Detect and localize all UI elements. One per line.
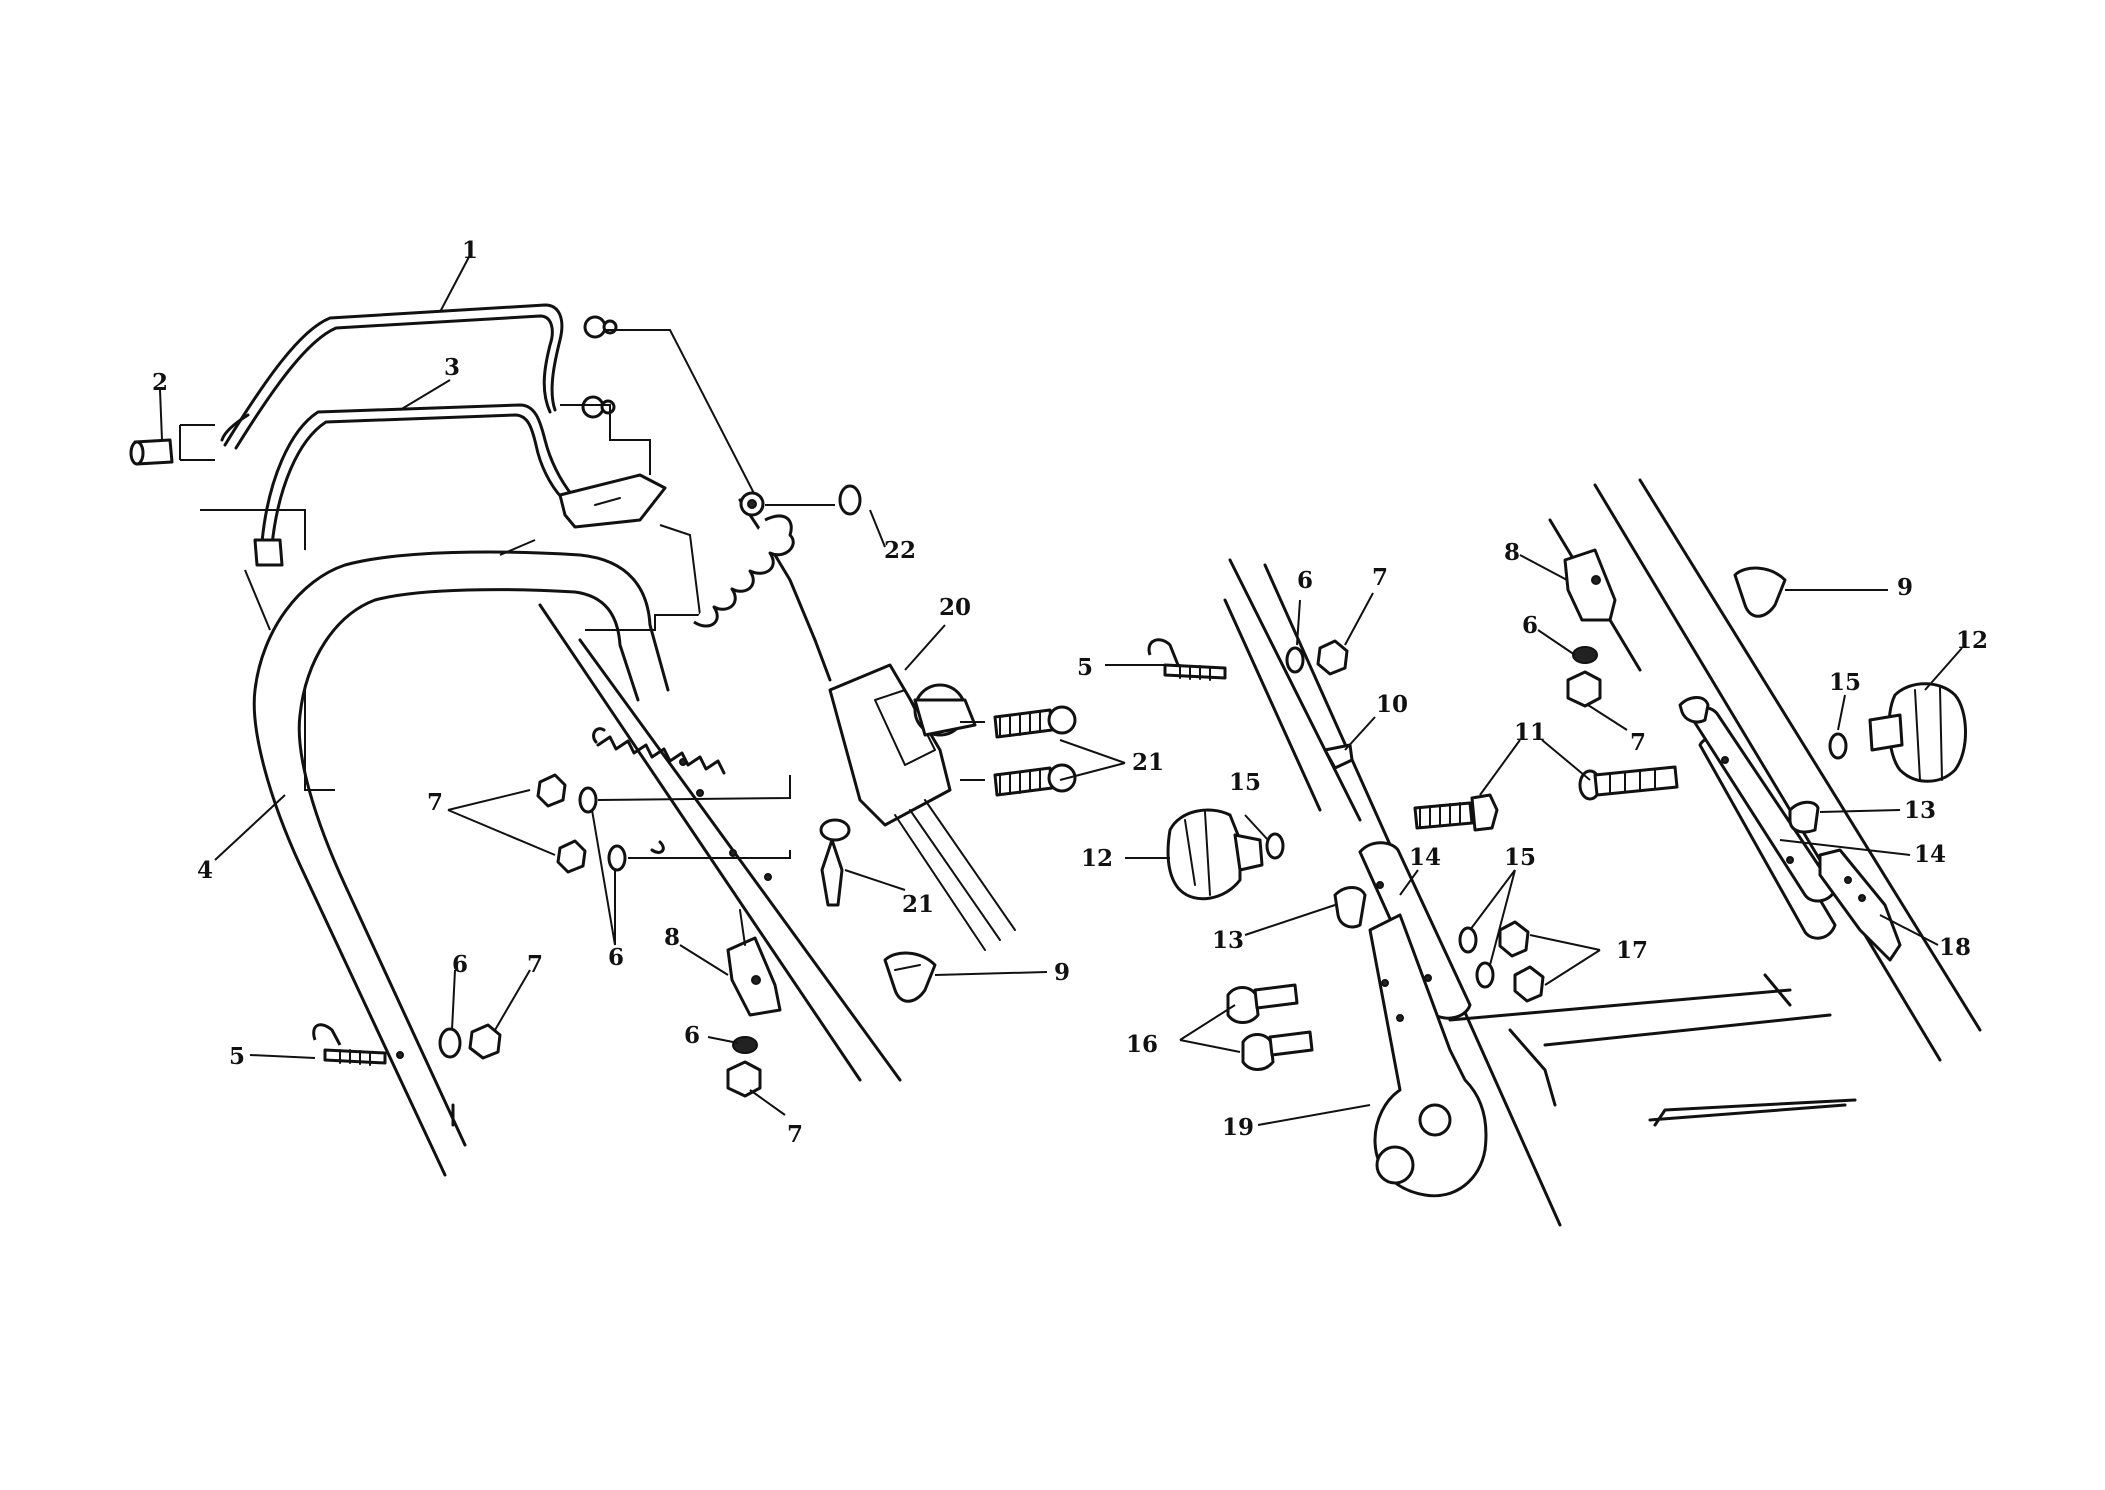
label-8b: 8 [1504, 539, 1520, 566]
part-2-pin [129, 438, 174, 466]
label-10: 10 [1376, 691, 1408, 718]
label-15b: 15 [1504, 844, 1536, 871]
label-2: 2 [152, 369, 168, 396]
part-17-nuts [1498, 920, 1545, 1003]
label-14b: 14 [1914, 841, 1946, 868]
label-15: 15 [1229, 769, 1261, 796]
label-9: 9 [1054, 959, 1070, 986]
label-4: 4 [197, 857, 213, 884]
part-19-bracket-plate [1368, 913, 1488, 1198]
assembly-lines-left [179, 329, 761, 791]
label-7c: 7 [787, 1121, 803, 1148]
label-6b: 6 [608, 944, 624, 971]
part-3-lower-bail [253, 403, 667, 567]
part-13-spacer-right [1788, 800, 1820, 834]
part-5-hook-bolt-left [312, 1023, 502, 1066]
label-13b: 13 [1904, 797, 1936, 824]
label-13: 13 [1212, 927, 1244, 954]
label-11: 11 [1514, 719, 1546, 746]
label-12: 12 [1081, 845, 1113, 872]
label-6d: 6 [1297, 567, 1313, 594]
label-19: 19 [1222, 1114, 1254, 1141]
label-5: 5 [229, 1043, 245, 1070]
label-3: 3 [444, 354, 460, 381]
part-9-clip-left [883, 951, 937, 1003]
part-labels: 1 2 3 4 5 6 7 7 6 8 6 7 9 22 20 21 21 5 … [152, 237, 1988, 1148]
part-8-bracket-left [726, 909, 782, 1098]
callout-leaders [159, 254, 1963, 1126]
label-18: 18 [1939, 934, 1971, 961]
label-21b: 21 [902, 891, 934, 918]
label-6e: 6 [1522, 612, 1538, 639]
part-8-bracket-right [1563, 548, 1617, 708]
right-frame-rails [1448, 973, 1857, 1127]
part-13-spacer-left [1333, 886, 1367, 929]
part-11-bolts [1413, 765, 1679, 832]
label-8: 8 [664, 924, 680, 951]
part-12-knob-left [1166, 808, 1264, 901]
part-15-washers [1265, 732, 1848, 989]
part-12-knob-right [1868, 682, 1967, 783]
label-9b: 9 [1897, 574, 1913, 601]
part-21-screws [819, 705, 1077, 907]
spring [592, 727, 726, 854]
part-1-upper-bail [220, 303, 618, 450]
part-4-lower-handle [252, 550, 902, 1177]
label-7b: 7 [427, 789, 443, 816]
label-7e: 7 [1630, 729, 1646, 756]
label-22: 22 [884, 537, 916, 564]
label-7: 7 [527, 951, 543, 978]
part-5-hook-bolt-right [1147, 638, 1349, 681]
spacer-right-upper [1678, 696, 1710, 724]
part-20-cable-control [693, 491, 1016, 951]
part-18-plate [1818, 848, 1902, 962]
label-16: 16 [1126, 1031, 1158, 1058]
label-5b: 5 [1077, 654, 1093, 681]
part-9-clip-right [1733, 566, 1787, 618]
part-22-washer [765, 484, 862, 516]
part-16-bolts [1226, 983, 1314, 1071]
label-6c: 6 [684, 1022, 700, 1049]
part-7-nuts-left [536, 773, 791, 874]
label-17: 17 [1616, 937, 1648, 964]
label-7d: 7 [1372, 564, 1388, 591]
label-20: 20 [939, 594, 971, 621]
label-21: 21 [1132, 749, 1164, 776]
part-10-spacer [1323, 743, 1354, 770]
label-15c: 15 [1829, 669, 1861, 696]
label-14: 14 [1409, 844, 1441, 871]
label-6: 6 [452, 951, 468, 978]
label-1: 1 [462, 237, 478, 264]
label-12b: 12 [1956, 627, 1988, 654]
